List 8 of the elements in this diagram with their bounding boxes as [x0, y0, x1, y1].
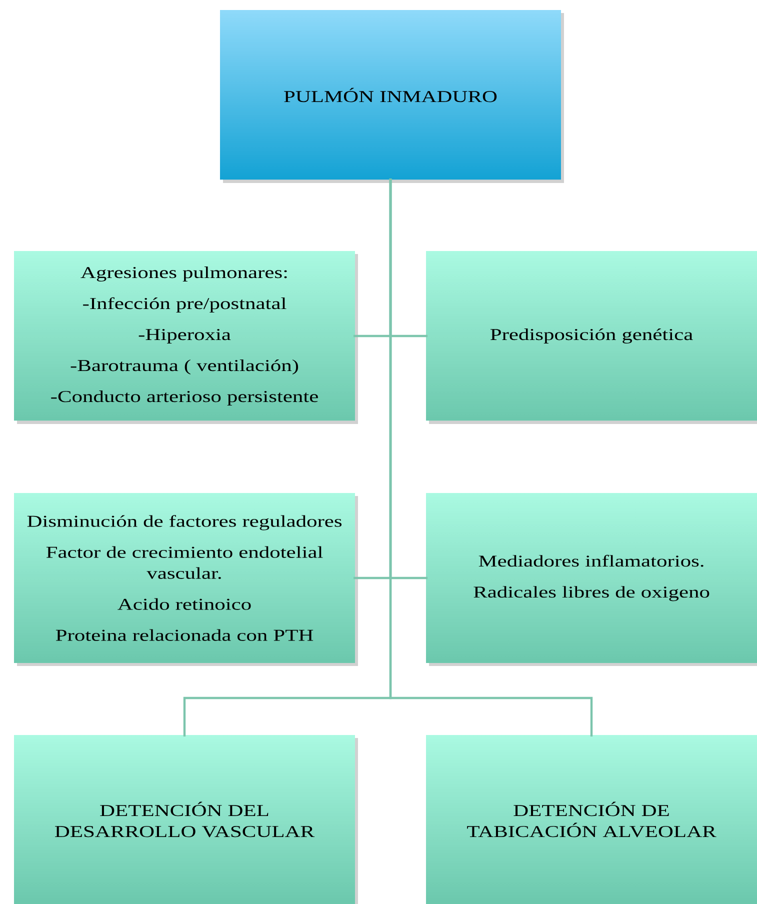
process-box: Predisposición genética: [426, 251, 757, 424]
connector-line: [389, 178, 593, 736]
process-box: Mediadores inflamatorios. Radicales libres de oxigeno: [426, 493, 757, 666]
process-box: Agresiones pulmonares: -Infección pre/postnatal -Hiperoxia -Barotrauma ( ventilación) -Conducto arterioso persistente: [14, 251, 358, 424]
process-box: Disminución de factores reguladores Factor de crecimiento endotelial vascular. Acido retinoico Proteina relacionada con PTH: [14, 493, 358, 666]
process-box: DETENCIÓN DEL DESARROLLO VASCULAR: [14, 735, 358, 904]
process-box: DETENCIÓN DE TABICACIÓN ALVEOLAR: [426, 735, 757, 904]
process-box: PULMÓN INMADURO: [220, 10, 564, 183]
